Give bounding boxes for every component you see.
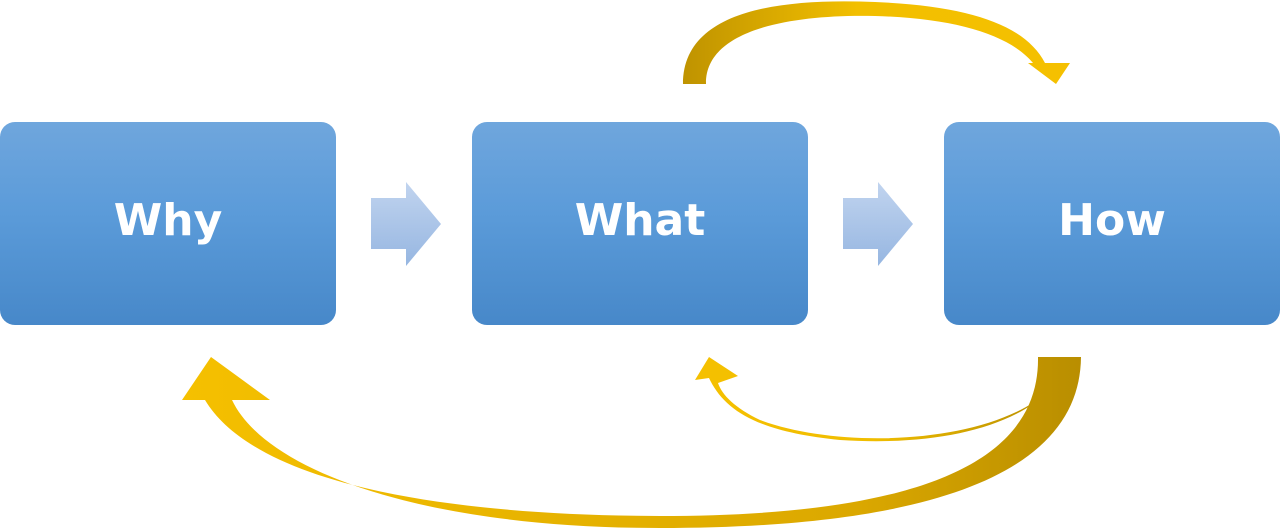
step-label-why: Why bbox=[113, 195, 223, 246]
flow-arrow-why-to-what bbox=[371, 182, 441, 266]
loop-arrow-how-to-what bbox=[695, 357, 1050, 442]
step-label-how: How bbox=[1058, 195, 1166, 246]
step-box-what: What bbox=[472, 122, 808, 325]
loop-arrow-how-to-why bbox=[182, 357, 1081, 528]
step-label-what: What bbox=[574, 195, 706, 246]
loop-arrow-what-to-how bbox=[683, 1, 1070, 84]
step-box-how: How bbox=[944, 122, 1280, 325]
flow-arrow-what-to-how bbox=[843, 182, 913, 266]
step-box-why: Why bbox=[0, 122, 336, 325]
